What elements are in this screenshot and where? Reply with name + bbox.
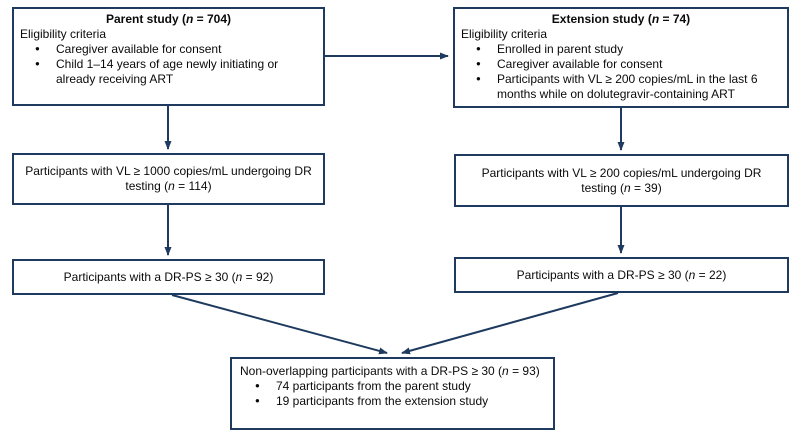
extension-drps-text: Participants with a DR-PS ≥ 30 (n = 22) [517, 268, 727, 283]
arrow-extension-drps-to-combined [401, 292, 619, 355]
extension-study-box: Extension study (n = 74) Eligibility cri… [453, 7, 789, 108]
box-text: Non-overlapping participants with a DR-P… [240, 364, 503, 378]
title-text: Extension study ( [551, 12, 652, 26]
n-variable: n [688, 267, 696, 282]
arrow-parent-drps-to-combined [171, 294, 388, 355]
extension-dr-testing-box: Participants with VL ≥ 200 copies/mL und… [454, 154, 789, 207]
parent-dr-testing-box: Participants with VL ≥ 1000 copies/mL un… [12, 153, 325, 205]
parent-study-box: Parent study (n = 704) Eligibility crite… [12, 7, 325, 106]
box-text: Participants with a DR-PS ≥ 30 ( [516, 267, 689, 282]
n-variable: n [651, 12, 660, 26]
combined-breakdown-list: 74 participants from the parent study 19… [240, 378, 545, 409]
list-item: Caregiver available for consent [20, 41, 317, 57]
title-text: = 704) [193, 12, 232, 26]
n-variable: n [623, 180, 631, 195]
title-text: Parent study ( [105, 12, 186, 26]
list-item: Enrolled in parent study [461, 41, 781, 57]
box-text: Participants with VL ≥ 200 copies/mL und… [481, 165, 762, 195]
parent-eligibility-label: Eligibility criteria [20, 27, 107, 41]
extension-dr-testing-text: Participants with VL ≥ 200 copies/mL und… [464, 166, 779, 196]
list-item: Child 1–14 years of age newly initiating… [20, 56, 317, 87]
title-text: = 74) [659, 12, 691, 26]
list-item: Caregiver available for consent [461, 56, 781, 72]
box-text: = 92) [242, 269, 274, 284]
extension-study-title: Extension study (n = 74) [461, 12, 781, 27]
n-variable: n [168, 179, 175, 193]
extension-eligibility-list: Enrolled in parent study Caregiver avail… [461, 41, 781, 102]
parent-study-title: Parent study (n = 704) [20, 12, 317, 27]
extension-drps-box: Participants with a DR-PS ≥ 30 (n = 22) [454, 257, 789, 293]
parent-eligibility-list: Caregiver available for consent Child 1–… [20, 41, 317, 87]
parent-drps-text: Participants with a DR-PS ≥ 30 (n = 92) [64, 270, 274, 285]
box-text: = 114) [174, 179, 212, 193]
parent-drps-box: Participants with a DR-PS ≥ 30 (n = 92) [12, 259, 325, 295]
box-text: = 22) [695, 267, 727, 282]
list-item: 19 participants from the extension study [240, 393, 545, 409]
box-text: = 39) [630, 180, 662, 195]
n-variable: n [502, 364, 509, 378]
list-item: 74 participants from the parent study [240, 378, 545, 394]
list-item: Participants with VL ≥ 200 copies/mL in … [461, 71, 781, 102]
box-text: Participants with a DR-PS ≥ 30 ( [63, 269, 236, 284]
box-text: = 93) [508, 364, 540, 378]
n-variable: n [235, 269, 243, 284]
parent-dr-testing-text: Participants with VL ≥ 1000 copies/mL un… [22, 164, 315, 194]
box-text: Participants with VL ≥ 1000 copies/mL un… [25, 164, 312, 193]
extension-eligibility-label: Eligibility criteria [461, 27, 548, 41]
n-variable: n [185, 12, 194, 26]
combined-heading: Non-overlapping participants with a DR-P… [240, 364, 545, 379]
combined-drps-box: Non-overlapping participants with a DR-P… [230, 357, 555, 430]
